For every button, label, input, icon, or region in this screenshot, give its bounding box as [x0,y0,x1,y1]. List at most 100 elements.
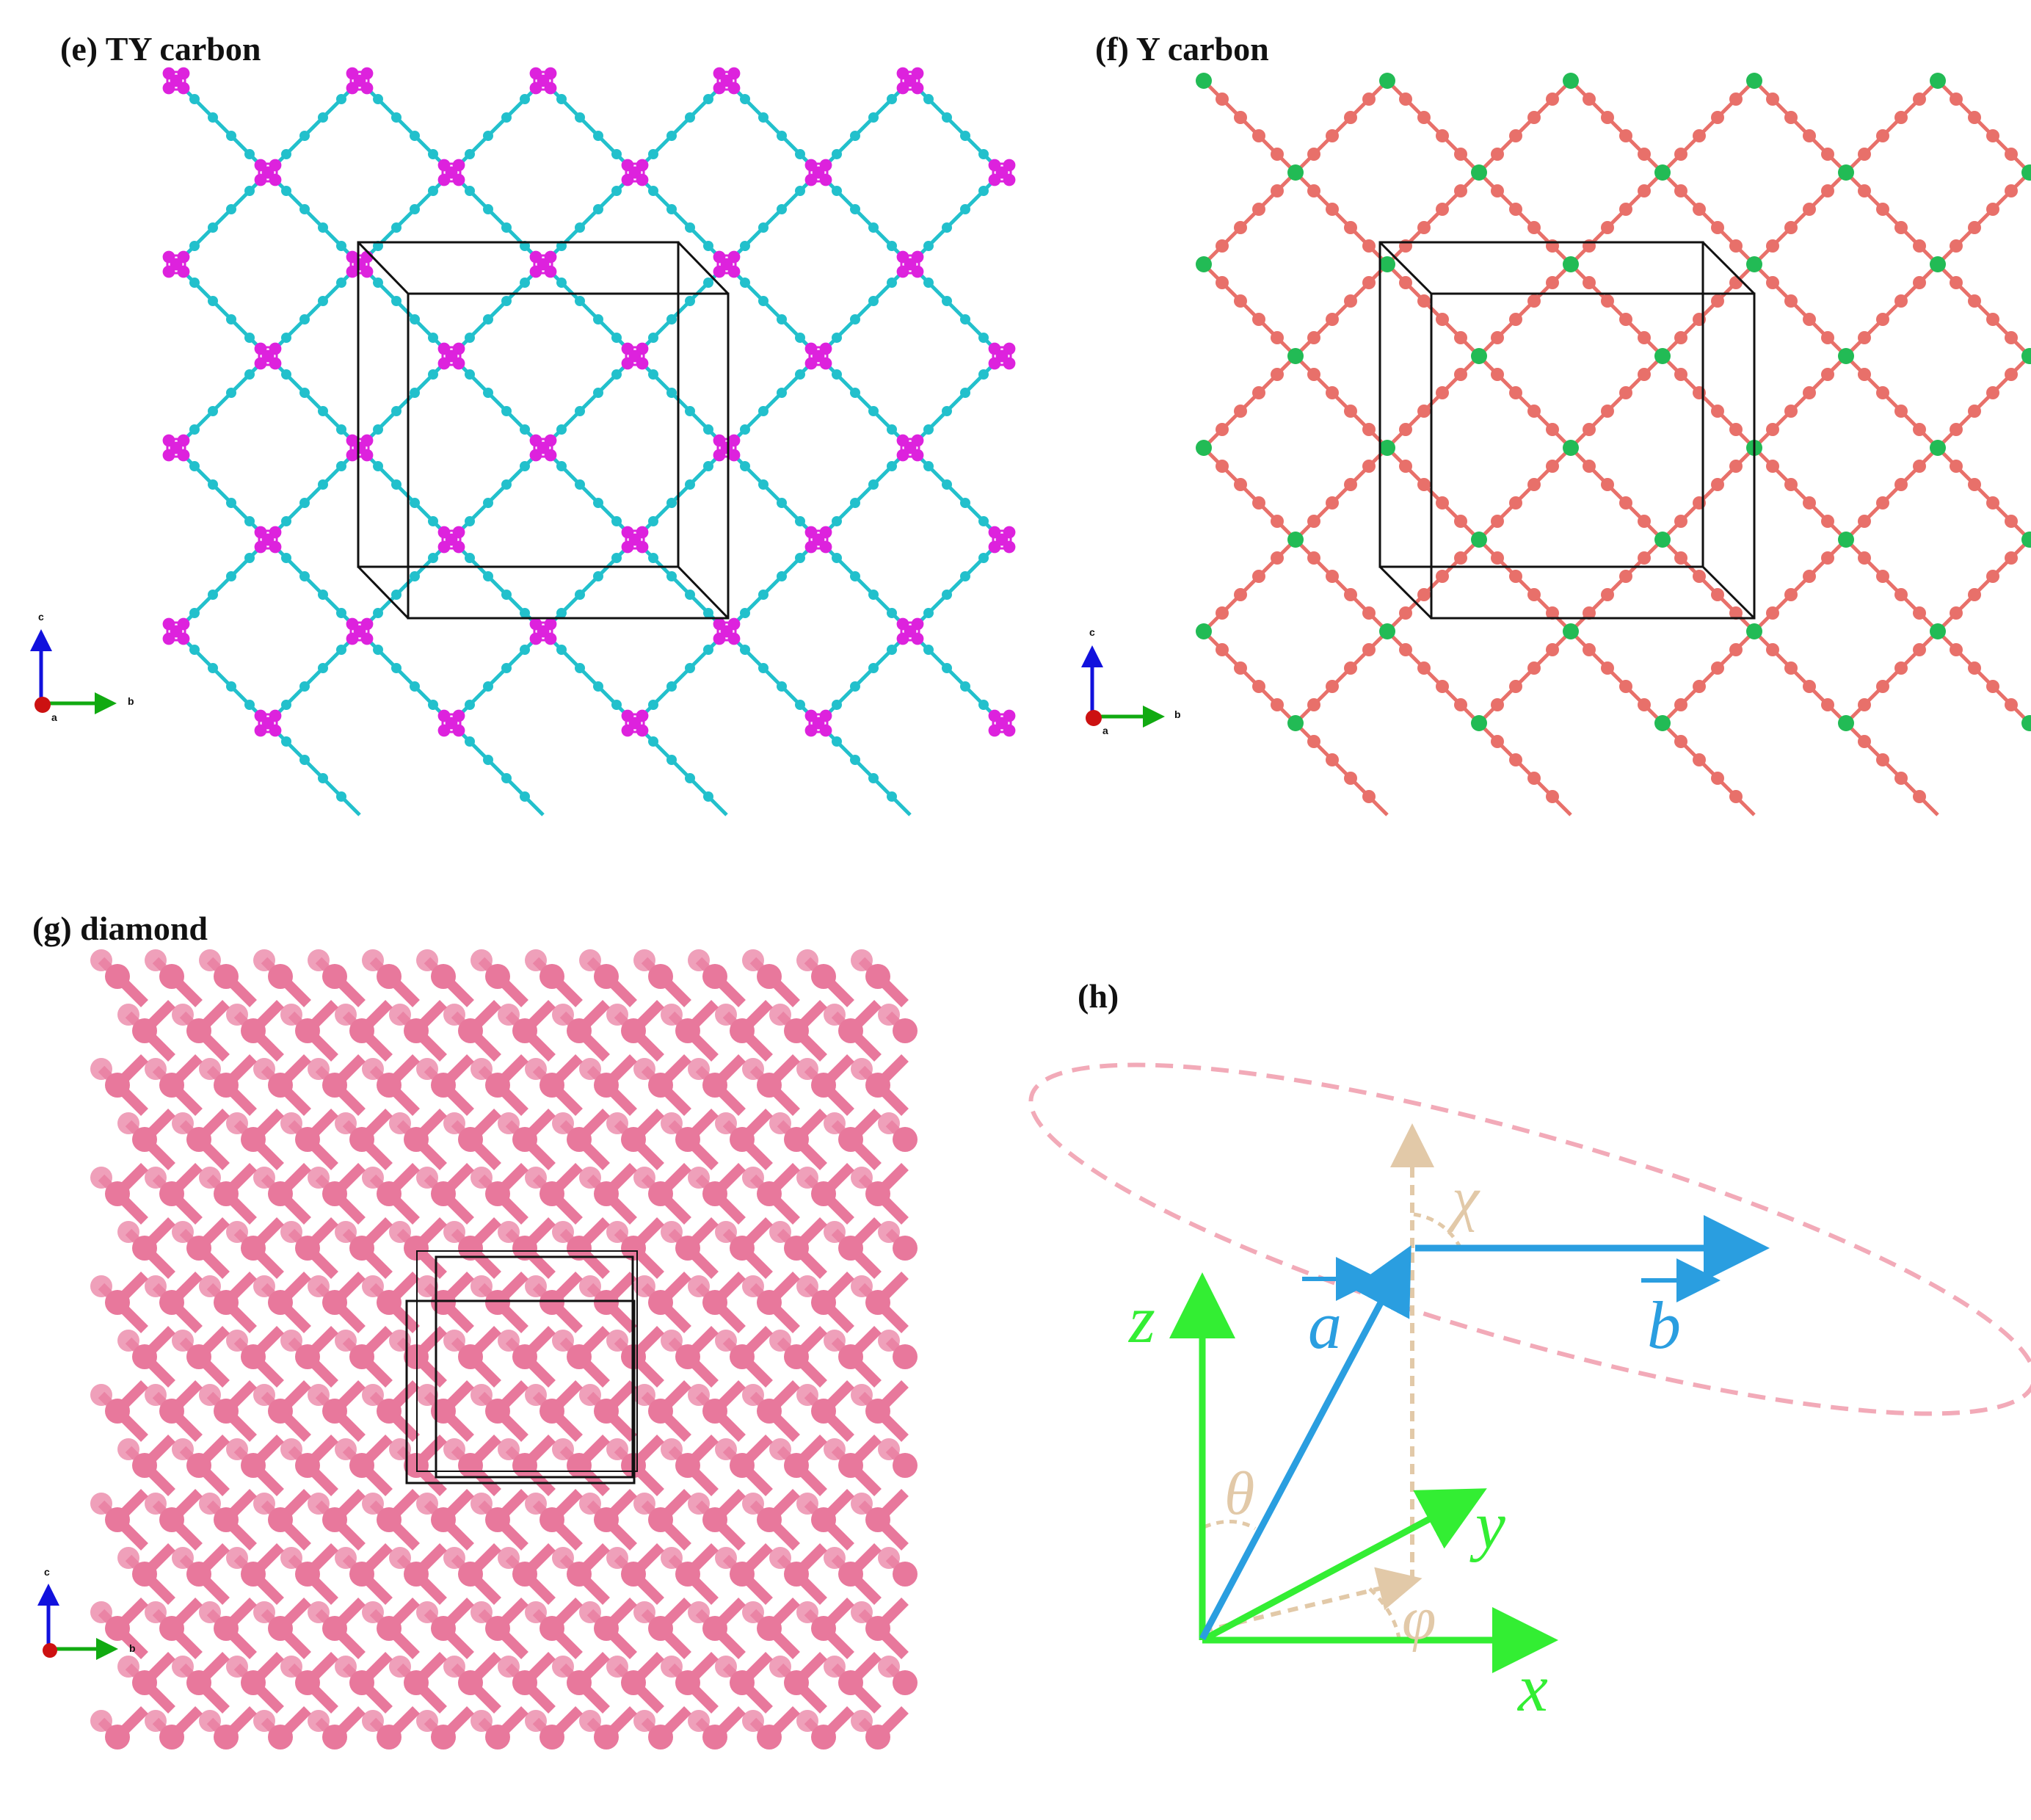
atom [730,1018,755,1043]
atom [1894,221,1908,234]
diamond-structure [90,949,918,1750]
atom [253,1601,275,1623]
atom [308,949,330,971]
atom [868,406,879,416]
atom [145,1167,167,1189]
atom [362,1493,384,1515]
atom [1436,386,1449,399]
bond [817,446,912,541]
atom [90,1058,112,1080]
atom [1950,423,1963,436]
atom [575,296,585,306]
atom [648,186,658,196]
atom [335,1547,357,1569]
atom [349,1670,374,1695]
atom [90,1167,112,1189]
atom [485,1073,510,1098]
vector-a-arrow [1199,1245,1411,1641]
atom [796,949,818,971]
atom [1674,368,1687,381]
bond [450,446,545,541]
atom [1950,93,1963,106]
atom [498,1112,520,1134]
atom [742,1275,764,1297]
atom [90,1275,112,1297]
node-atom [1654,348,1671,364]
atom [391,296,402,306]
chi-arc [1413,1212,1463,1250]
cluster-frame [625,529,645,550]
atom [501,112,512,123]
atom [214,1073,239,1098]
atom [730,1453,755,1478]
atom [428,149,438,159]
atom [458,1562,483,1587]
atom [1913,423,1926,436]
atom [335,1656,357,1678]
atom [226,1004,248,1026]
atom [1803,680,1816,693]
atom [1601,588,1614,601]
atom [458,1670,483,1695]
atom [784,1453,809,1478]
atom [593,204,603,214]
node-atom [1287,348,1304,364]
atom [391,479,402,490]
atom [593,388,603,398]
atom [628,533,642,546]
atom [1527,588,1541,601]
atom [373,278,383,288]
cluster [437,342,465,370]
atom [795,516,805,526]
atom [796,1710,818,1732]
atom [1913,460,1926,473]
atom [117,1112,139,1134]
atom [865,1181,890,1206]
atom [720,258,733,271]
atom [336,94,346,104]
atom [742,1601,764,1623]
atom [579,949,601,971]
atom [666,498,677,508]
atom [784,1236,809,1261]
atom [740,278,750,288]
atom [1638,368,1651,381]
atom [244,553,255,563]
atom [377,1507,402,1532]
cluster-frame [166,621,186,642]
atom [208,296,218,306]
node-atom [1838,532,1854,548]
atom [226,204,236,214]
cluster-frame [533,621,553,642]
atom [1527,221,1541,234]
atom [261,533,275,546]
atom [1858,148,1871,161]
atom [226,388,236,398]
atom [253,1710,275,1732]
bond [725,263,820,358]
atom [1968,588,1981,601]
atom [942,112,952,123]
atom [226,1221,248,1243]
atom [281,186,291,196]
atom [796,1058,818,1080]
atom [1821,148,1834,161]
atom [501,406,512,416]
atom [978,369,989,380]
atom [1454,148,1467,161]
atom [1417,478,1431,491]
atom [567,1670,592,1695]
atom [132,1236,157,1261]
atom [1711,772,1724,785]
y-axis-label: y [1469,1487,1505,1562]
node-atom [1196,73,1212,89]
atom [688,1167,710,1189]
atom [552,1112,574,1134]
atom [145,1601,167,1623]
atom [335,1004,357,1026]
node-atom [2021,164,2031,181]
atom [445,717,458,730]
atom [1876,203,1889,216]
axis-b-label: b [128,695,134,707]
